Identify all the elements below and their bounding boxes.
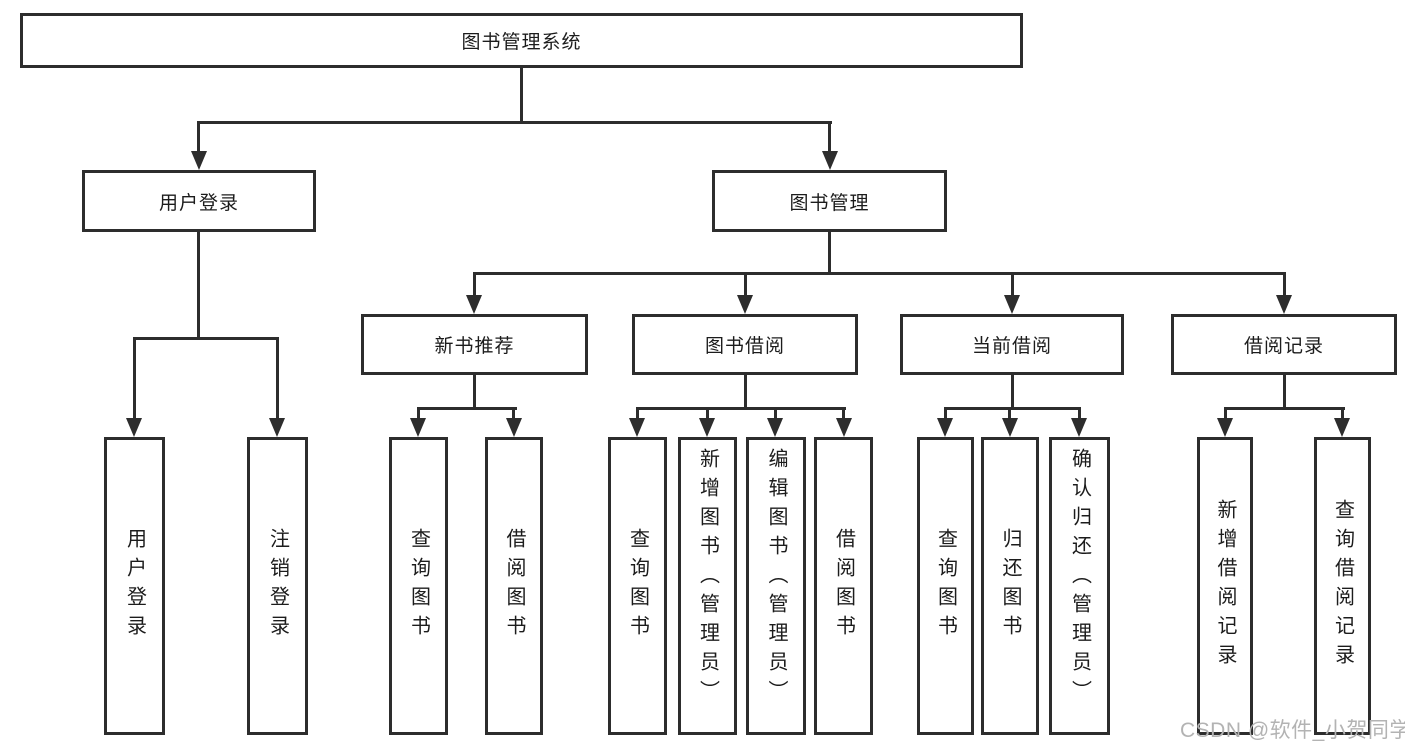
connector-user-login-branch [133,337,279,340]
node-leaf-add-borrow-record: 新增借阅记录 [1197,437,1253,735]
connector-leaf-stem [512,407,515,421]
leaf-label: 查询图书 [407,528,430,644]
connector-leaf-stem [842,407,845,421]
connector-to-new-book [473,272,476,298]
connector-leaf-stem [417,407,420,421]
connector-leaf-stem [1224,407,1227,421]
connector-borrowing-records-branch [1224,407,1345,410]
arrowhead-icon [1071,418,1087,437]
leaf-label: 借阅图书 [503,528,525,644]
arrowhead-icon [466,295,482,314]
node-leaf-return-books: 归还图书 [981,437,1039,735]
node-book-management-label: 图书管理 [789,192,870,214]
arrowhead-icon [822,151,838,170]
arrowhead-icon [737,295,753,314]
node-root: 图书管理系统 [20,13,1023,68]
connector-new-book-stem [473,373,476,410]
leaf-label: 查询图书 [626,528,649,644]
node-user-login: 用户登录 [82,170,316,232]
csdn-watermark: CSDN @软件_小贺同学 [1180,719,1405,742]
node-borrowing-records-label: 借阅记录 [1243,336,1324,357]
connector-book-borrowing-branch [636,407,846,410]
node-leaf-query-books-recommend: 查询图书 [389,437,448,735]
node-root-label: 图书管理系统 [461,32,582,53]
arrowhead-icon [937,418,953,437]
node-leaf-logout: 注销登录 [247,437,308,735]
connector-leaf-stem [706,407,709,421]
connector-book-management-stem [828,230,831,275]
node-current-borrowing-label: 当前借阅 [971,336,1052,357]
connector-to-login-leaf [133,337,136,421]
leaf-label: 确认归还（管理员） [1068,448,1091,709]
node-leaf-query-books-borrowing: 查询图书 [608,437,667,735]
node-leaf-query-borrow-record: 查询借阅记录 [1314,437,1371,735]
arrowhead-icon [410,418,426,437]
node-user-login-label: 用户登录 [158,192,239,214]
node-leaf-query-books-current: 查询图书 [917,437,974,735]
connector-leaf-stem [1341,407,1344,421]
arrowhead-icon [506,418,522,437]
node-new-book-recommend: 新书推荐 [361,314,588,375]
connector-current-borrowing-stem [1011,373,1014,410]
connector-to-book-management [828,121,831,154]
connector-leaf-stem [1008,407,1011,421]
connector-leaf-stem [1078,407,1081,421]
arrowhead-icon [1334,418,1350,437]
connector-to-logout-leaf [276,337,279,421]
node-leaf-borrow-books-borrowing: 借阅图书 [814,437,873,735]
node-current-borrowing: 当前借阅 [900,314,1124,375]
connector-book-management-branch [473,272,1286,275]
node-leaf-edit-books-admin: 编辑图书（管理员） [746,437,806,735]
arrowhead-icon [1276,295,1292,314]
connector-to-borrowing-records [1283,272,1286,298]
leaf-label: 用户登录 [123,528,146,644]
node-new-book-recommend-label: 新书推荐 [434,336,515,357]
leaf-label: 新增图书（管理员） [696,448,719,709]
arrowhead-icon [1002,418,1018,437]
leaf-label: 借阅图书 [832,528,855,644]
leaf-label: 新增借阅记录 [1214,499,1236,673]
leaf-label: 查询图书 [934,528,957,644]
node-book-management: 图书管理 [712,170,947,232]
node-leaf-user-login: 用户登录 [104,437,165,735]
arrowhead-icon [1004,295,1020,314]
node-leaf-add-books-admin: 新增图书（管理员） [678,437,737,735]
connector-to-user-login [197,121,200,154]
connector-current-borrowing-branch [944,407,1081,410]
connector-root-stem [520,66,523,124]
connector-to-book-borrowing [744,272,747,298]
connector-leaf-stem [774,407,777,421]
leaf-label: 编辑图书（管理员） [765,448,787,709]
node-book-borrowing: 图书借阅 [632,314,858,375]
connector-leaf-stem [636,407,639,421]
connector-to-current-borrowing [1011,272,1014,298]
arrowhead-icon [629,418,645,437]
leaf-label: 查询借阅记录 [1331,499,1354,673]
connector-book-borrowing-stem [744,373,747,410]
leaf-label: 注销登录 [266,528,289,644]
node-borrowing-records: 借阅记录 [1171,314,1397,375]
arrowhead-icon [699,418,715,437]
connector-leaf-stem [944,407,947,421]
node-book-borrowing-label: 图书借阅 [704,336,785,357]
leaf-label: 归还图书 [999,528,1021,644]
node-leaf-borrow-books-recommend: 借阅图书 [485,437,543,735]
arrowhead-icon [767,418,783,437]
arrowhead-icon [126,418,142,437]
arrowhead-icon [269,418,285,437]
arrowhead-icon [836,418,852,437]
arrowhead-icon [1217,418,1233,437]
arrowhead-icon [191,151,207,170]
connector-root-branch [197,121,832,124]
connector-borrowing-records-stem [1283,373,1286,410]
connector-new-book-branch [417,407,517,410]
connector-user-login-stem [197,230,200,340]
node-leaf-confirm-return-admin: 确认归还（管理员） [1049,437,1110,735]
